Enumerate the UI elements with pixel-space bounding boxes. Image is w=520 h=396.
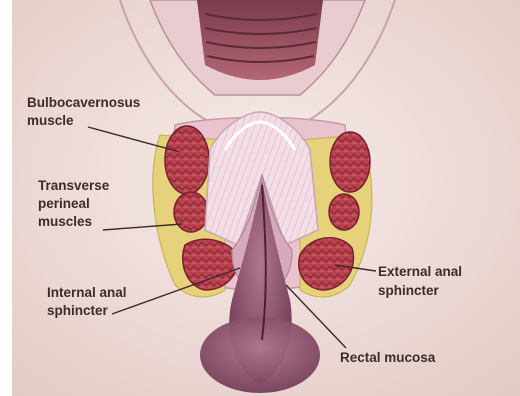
label-transverse-line3: muscles (38, 214, 92, 229)
label-external-line1: External anal (378, 264, 462, 279)
label-external-line2: sphincter (378, 283, 440, 298)
left-bulbocavernosus (165, 126, 209, 194)
label-bulbocavernosus-line1: Bulbocavernosus (27, 95, 140, 110)
left-transverse-perineal (174, 192, 208, 232)
label-internal-line1: Internal anal (47, 285, 127, 300)
label-transverse-line1: Transverse (38, 178, 110, 193)
right-bulbocavernosus (330, 132, 370, 192)
label-internal-line2: sphincter (47, 303, 109, 318)
left-border (0, 0, 12, 396)
right-transverse-perineal (329, 194, 359, 230)
label-transverse-line2: perineal (38, 196, 90, 211)
label-bulbocavernosus-line2: muscle (27, 113, 74, 128)
vaginal-tube (197, 0, 323, 80)
label-rectal-text: Rectal mucosa (340, 350, 436, 365)
